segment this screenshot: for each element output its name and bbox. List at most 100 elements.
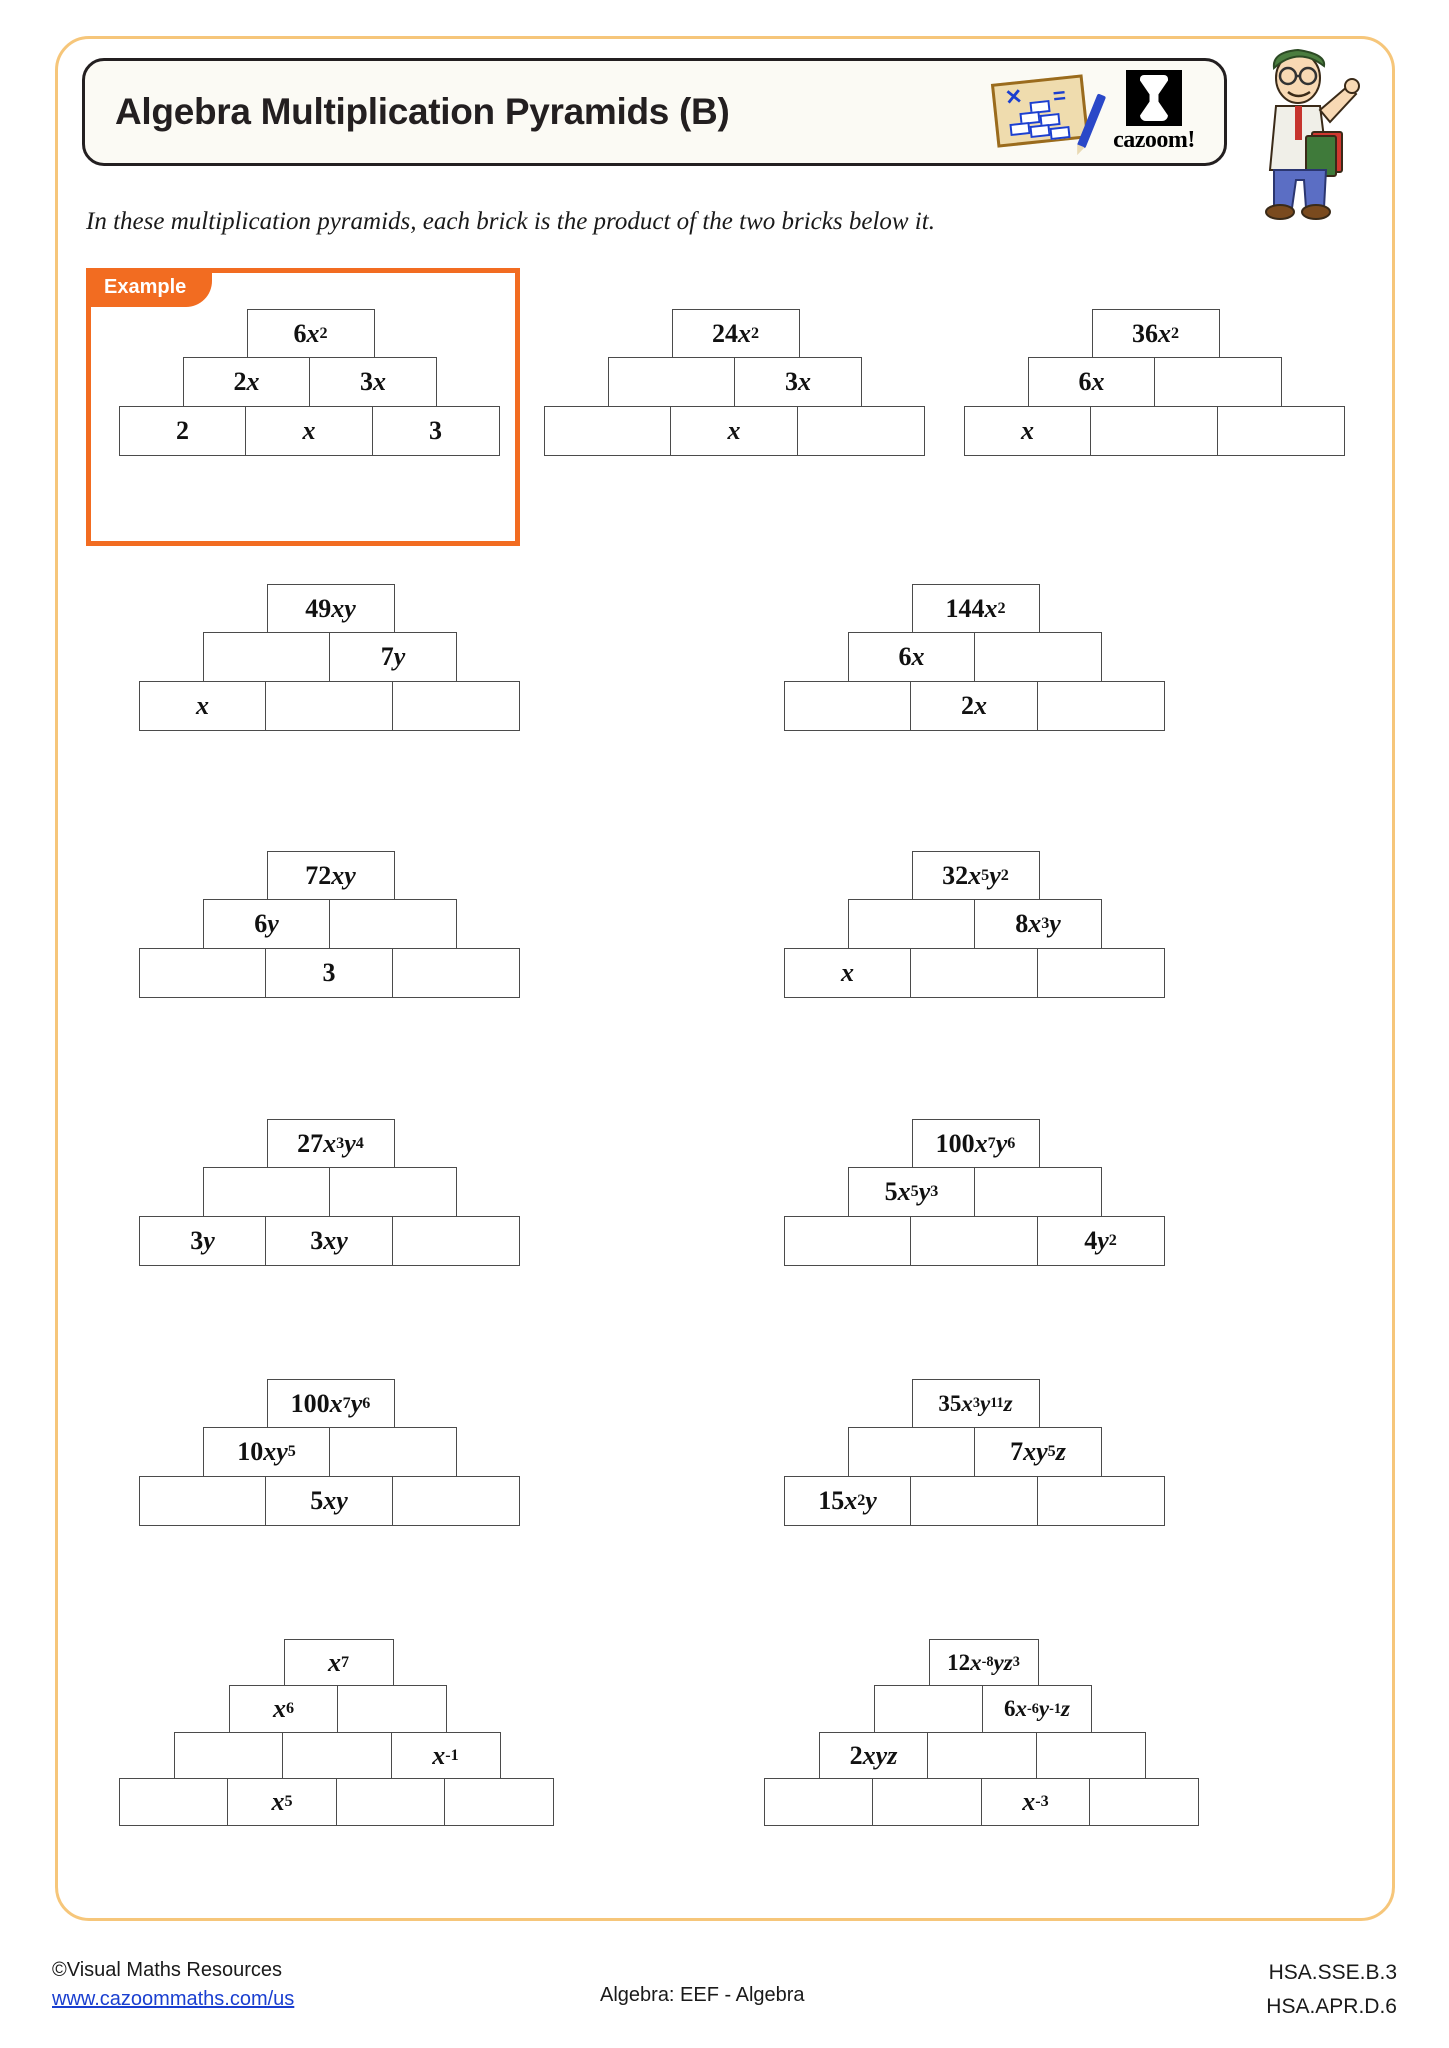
brick-blank[interactable]: [391, 947, 520, 998]
brick-blank[interactable]: [391, 1215, 520, 1266]
brick-blank[interactable]: [1216, 405, 1345, 456]
brick-blank[interactable]: [444, 1778, 554, 1826]
brick-blank[interactable]: [1090, 405, 1218, 456]
website-link[interactable]: www.cazoommaths.com/us: [52, 1988, 295, 2010]
brick-blank[interactable]: [1035, 1731, 1146, 1780]
brick-blank[interactable]: [873, 1685, 984, 1733]
brick-blank[interactable]: [391, 680, 520, 731]
brick-blank[interactable]: [1036, 947, 1165, 998]
brick-blank[interactable]: [335, 1778, 446, 1826]
brick-blank[interactable]: [974, 1167, 1102, 1217]
brick-blank[interactable]: [607, 357, 736, 407]
pyramid-row: x: [963, 405, 1345, 456]
brick-filled: x: [138, 680, 267, 731]
brick-blank[interactable]: [391, 1475, 520, 1526]
hourglass-icon: [1126, 70, 1182, 126]
cazoom-logo-text: cazoom!: [1113, 127, 1195, 153]
brick-blank[interactable]: [910, 1475, 1038, 1526]
brick-blank[interactable]: [1036, 1475, 1165, 1526]
brick-blank[interactable]: [118, 1778, 229, 1826]
brick-blank[interactable]: [974, 632, 1102, 682]
brick-blank[interactable]: [265, 680, 393, 731]
brick-blank[interactable]: [1036, 680, 1165, 731]
brick-blank[interactable]: [329, 1167, 457, 1217]
brick-blank[interactable]: [927, 1731, 1037, 1780]
page-title: Algebra Multiplication Pyramids (B): [115, 91, 730, 132]
notepad-pencil-icon: ✕ =: [990, 74, 1107, 149]
brick-blank[interactable]: [847, 899, 976, 949]
brick-blank[interactable]: [847, 1427, 976, 1477]
brick-blank[interactable]: [337, 1685, 447, 1733]
pyramid-row: x‐1: [173, 1731, 554, 1780]
brick-blank[interactable]: [783, 1215, 912, 1266]
branding: ✕ = cazoom!: [990, 70, 1224, 154]
standard-1: HSA.SSE.B.3: [1268, 1961, 1397, 1984]
brick-blank[interactable]: [329, 899, 457, 949]
title-bar: Algebra Multiplication Pyramids (B) ✕ = …: [82, 58, 1227, 166]
brick-blank[interactable]: [1089, 1778, 1199, 1826]
footer-left: ©Visual Maths Resources www.cazoommaths.…: [52, 1956, 294, 2014]
brick-filled: 2: [118, 405, 247, 456]
brick-blank[interactable]: [329, 1427, 457, 1477]
brick-blank[interactable]: [173, 1731, 284, 1780]
brick-blank[interactable]: [282, 1731, 392, 1780]
brick-blank[interactable]: [202, 1167, 331, 1217]
brick-blank[interactable]: [910, 947, 1038, 998]
brick-blank[interactable]: [872, 1778, 982, 1826]
footer-standards: HSA.SSE.B.3 HSA.APR.D.6: [1266, 1956, 1397, 2023]
brick-blank[interactable]: [138, 1475, 267, 1526]
brick-blank[interactable]: [910, 1215, 1038, 1266]
brick-blank[interactable]: [138, 947, 267, 998]
brick-blank[interactable]: [1154, 357, 1282, 407]
brick-blank[interactable]: [763, 1778, 874, 1826]
footer-topic: Algebra: EEF - Algebra: [600, 1984, 805, 2006]
brick-blank[interactable]: [783, 680, 912, 731]
copyright-text: ©Visual Maths Resources: [52, 1959, 283, 1981]
brick-blank[interactable]: [202, 632, 331, 682]
brick-blank[interactable]: [796, 405, 925, 456]
brick-blank[interactable]: [543, 405, 672, 456]
